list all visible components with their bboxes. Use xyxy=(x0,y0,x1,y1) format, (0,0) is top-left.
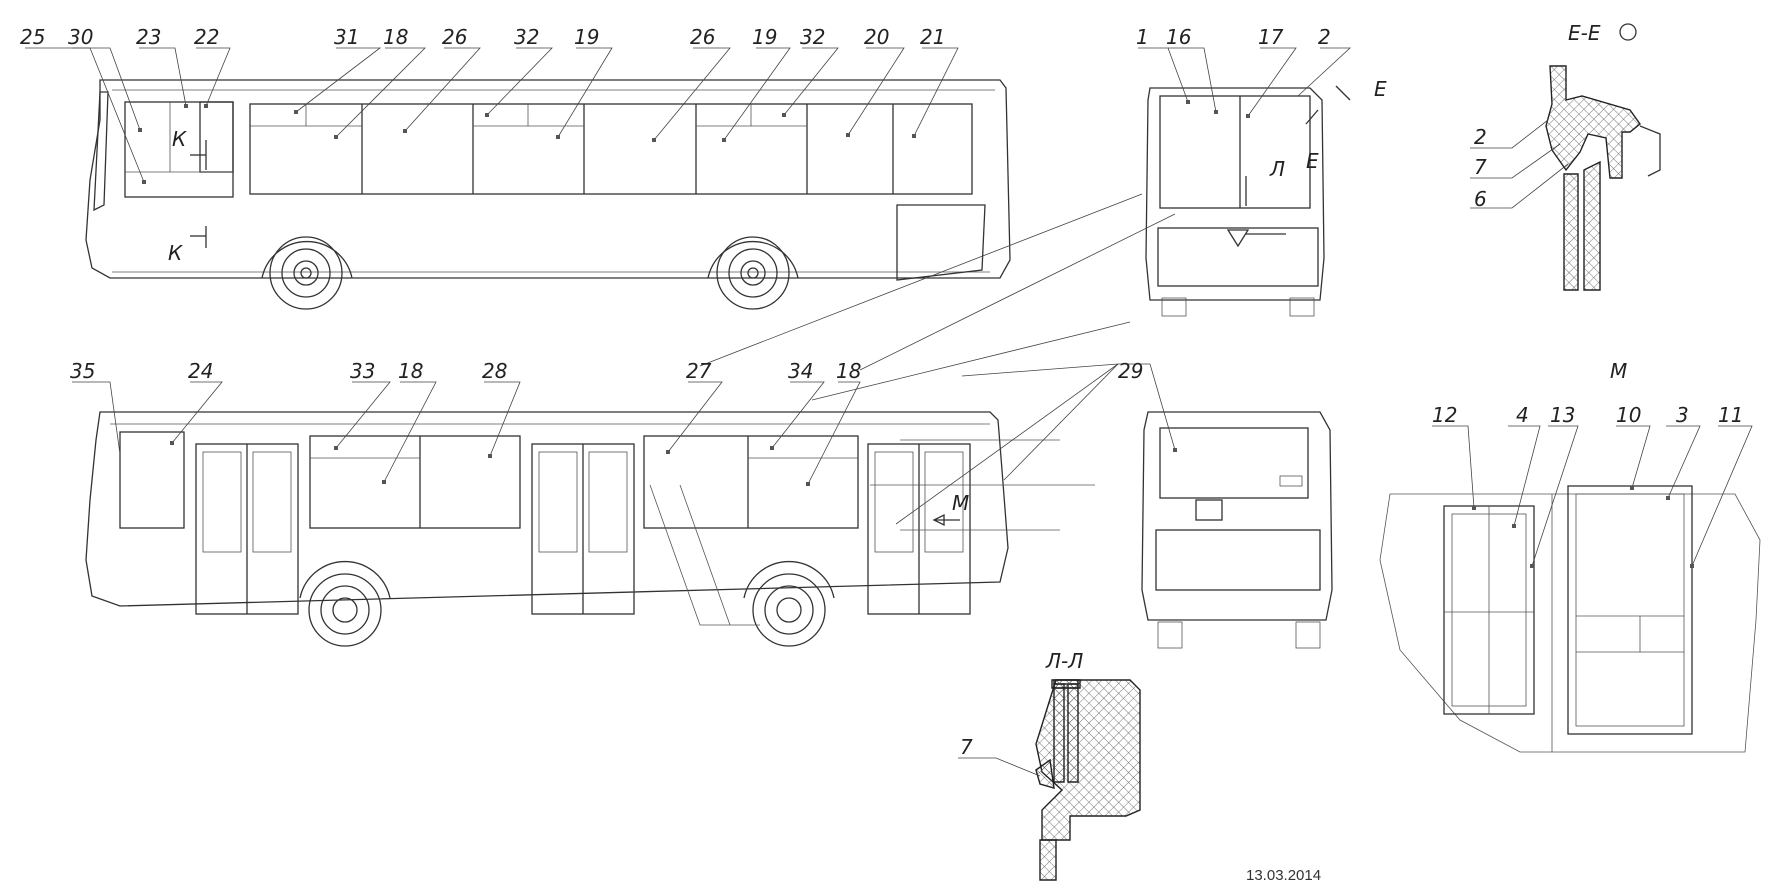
bus-rear-view-bottom xyxy=(1141,411,1333,649)
callout-label: 2 xyxy=(1318,25,1331,49)
section-ee xyxy=(1545,65,1661,291)
callout-label: 33 xyxy=(350,359,375,383)
callouts-section-ll: 7 xyxy=(960,735,973,759)
callout-label: 2 xyxy=(1474,125,1487,149)
callout-label: 18 xyxy=(398,359,423,383)
section-labels: Е-Е Л-Л М xyxy=(1045,21,1637,673)
callout-label: 16 xyxy=(1166,25,1191,49)
callout-label: 12 xyxy=(1432,403,1457,427)
callout-label: 19 xyxy=(752,25,777,49)
drawing-date: 13.03.2014 xyxy=(1246,867,1321,884)
callout-label: 24 xyxy=(188,359,213,383)
bus-rear-view-top xyxy=(1145,85,1351,317)
callout-label: 20 xyxy=(864,25,889,49)
callouts-rear-top: 1 16 17 2 xyxy=(1136,25,1331,49)
callout-label: 26 xyxy=(442,25,467,49)
callout-label: 25 xyxy=(20,25,45,49)
callouts-detail-m: 12 4 13 10 3 11 xyxy=(1432,403,1743,427)
callout-label: 11 xyxy=(1718,403,1743,427)
callout-dots xyxy=(138,100,1694,568)
bus-side-view-top xyxy=(85,79,1011,310)
callouts-side-top: 25 30 23 22 31 18 26 32 19 26 19 32 20 2… xyxy=(20,25,945,49)
callouts-section-ee: 2 7 6 xyxy=(1474,125,1487,211)
bus-side-view-bottom xyxy=(85,411,1095,647)
callout-label: 27 xyxy=(686,359,712,383)
callout-label: 32 xyxy=(514,25,539,49)
callout-label: 26 xyxy=(690,25,715,49)
callout-label: 6 xyxy=(1474,187,1487,211)
cut-letter-e-top: Е xyxy=(1374,77,1387,101)
detail-m xyxy=(1379,485,1761,753)
callout-label: 4 xyxy=(1516,403,1529,427)
callout-label: 3 xyxy=(1676,403,1689,427)
detail-title-m: М xyxy=(1610,359,1627,383)
cut-letter-k-bottom: К xyxy=(168,241,183,265)
callout-label: 35 xyxy=(70,359,95,383)
callouts-side-bottom: 35 24 33 18 28 27 34 18 29 xyxy=(70,359,1143,383)
callout-label: 23 xyxy=(136,25,161,49)
section-title-ee: Е-Е xyxy=(1568,21,1601,45)
callout-label: 31 xyxy=(334,25,359,49)
callout-label: 18 xyxy=(383,25,408,49)
callout-label: 32 xyxy=(800,25,825,49)
callout-label: 19 xyxy=(574,25,599,49)
callout-label: 30 xyxy=(68,25,93,49)
section-ll xyxy=(1035,679,1141,881)
callout-label: 22 xyxy=(194,25,219,49)
rotation-circle-icon xyxy=(1619,23,1637,41)
callout-label: 13 xyxy=(1550,403,1575,427)
callout-label: 18 xyxy=(836,359,861,383)
cut-letters: К К Е Е Л М xyxy=(168,77,1387,515)
callout-label: 1 xyxy=(1136,25,1149,49)
cut-letter-m: М xyxy=(952,491,969,515)
section-title-ll: Л-Л xyxy=(1045,649,1083,673)
cut-letter-e-bottom: Е xyxy=(1306,149,1319,173)
callout-label: 21 xyxy=(920,25,945,49)
callout-label: 17 xyxy=(1258,25,1284,49)
cut-letter-l: Л xyxy=(1269,157,1285,181)
callout-label: 10 xyxy=(1616,403,1641,427)
callout-label: 29 xyxy=(1118,359,1143,383)
callout-label: 28 xyxy=(482,359,507,383)
callout-label: 34 xyxy=(788,359,813,383)
callout-label: 7 xyxy=(960,735,973,759)
cut-letter-k-top: К xyxy=(172,127,187,151)
callout-label: 7 xyxy=(1474,155,1487,179)
leader-lines xyxy=(25,47,1753,777)
